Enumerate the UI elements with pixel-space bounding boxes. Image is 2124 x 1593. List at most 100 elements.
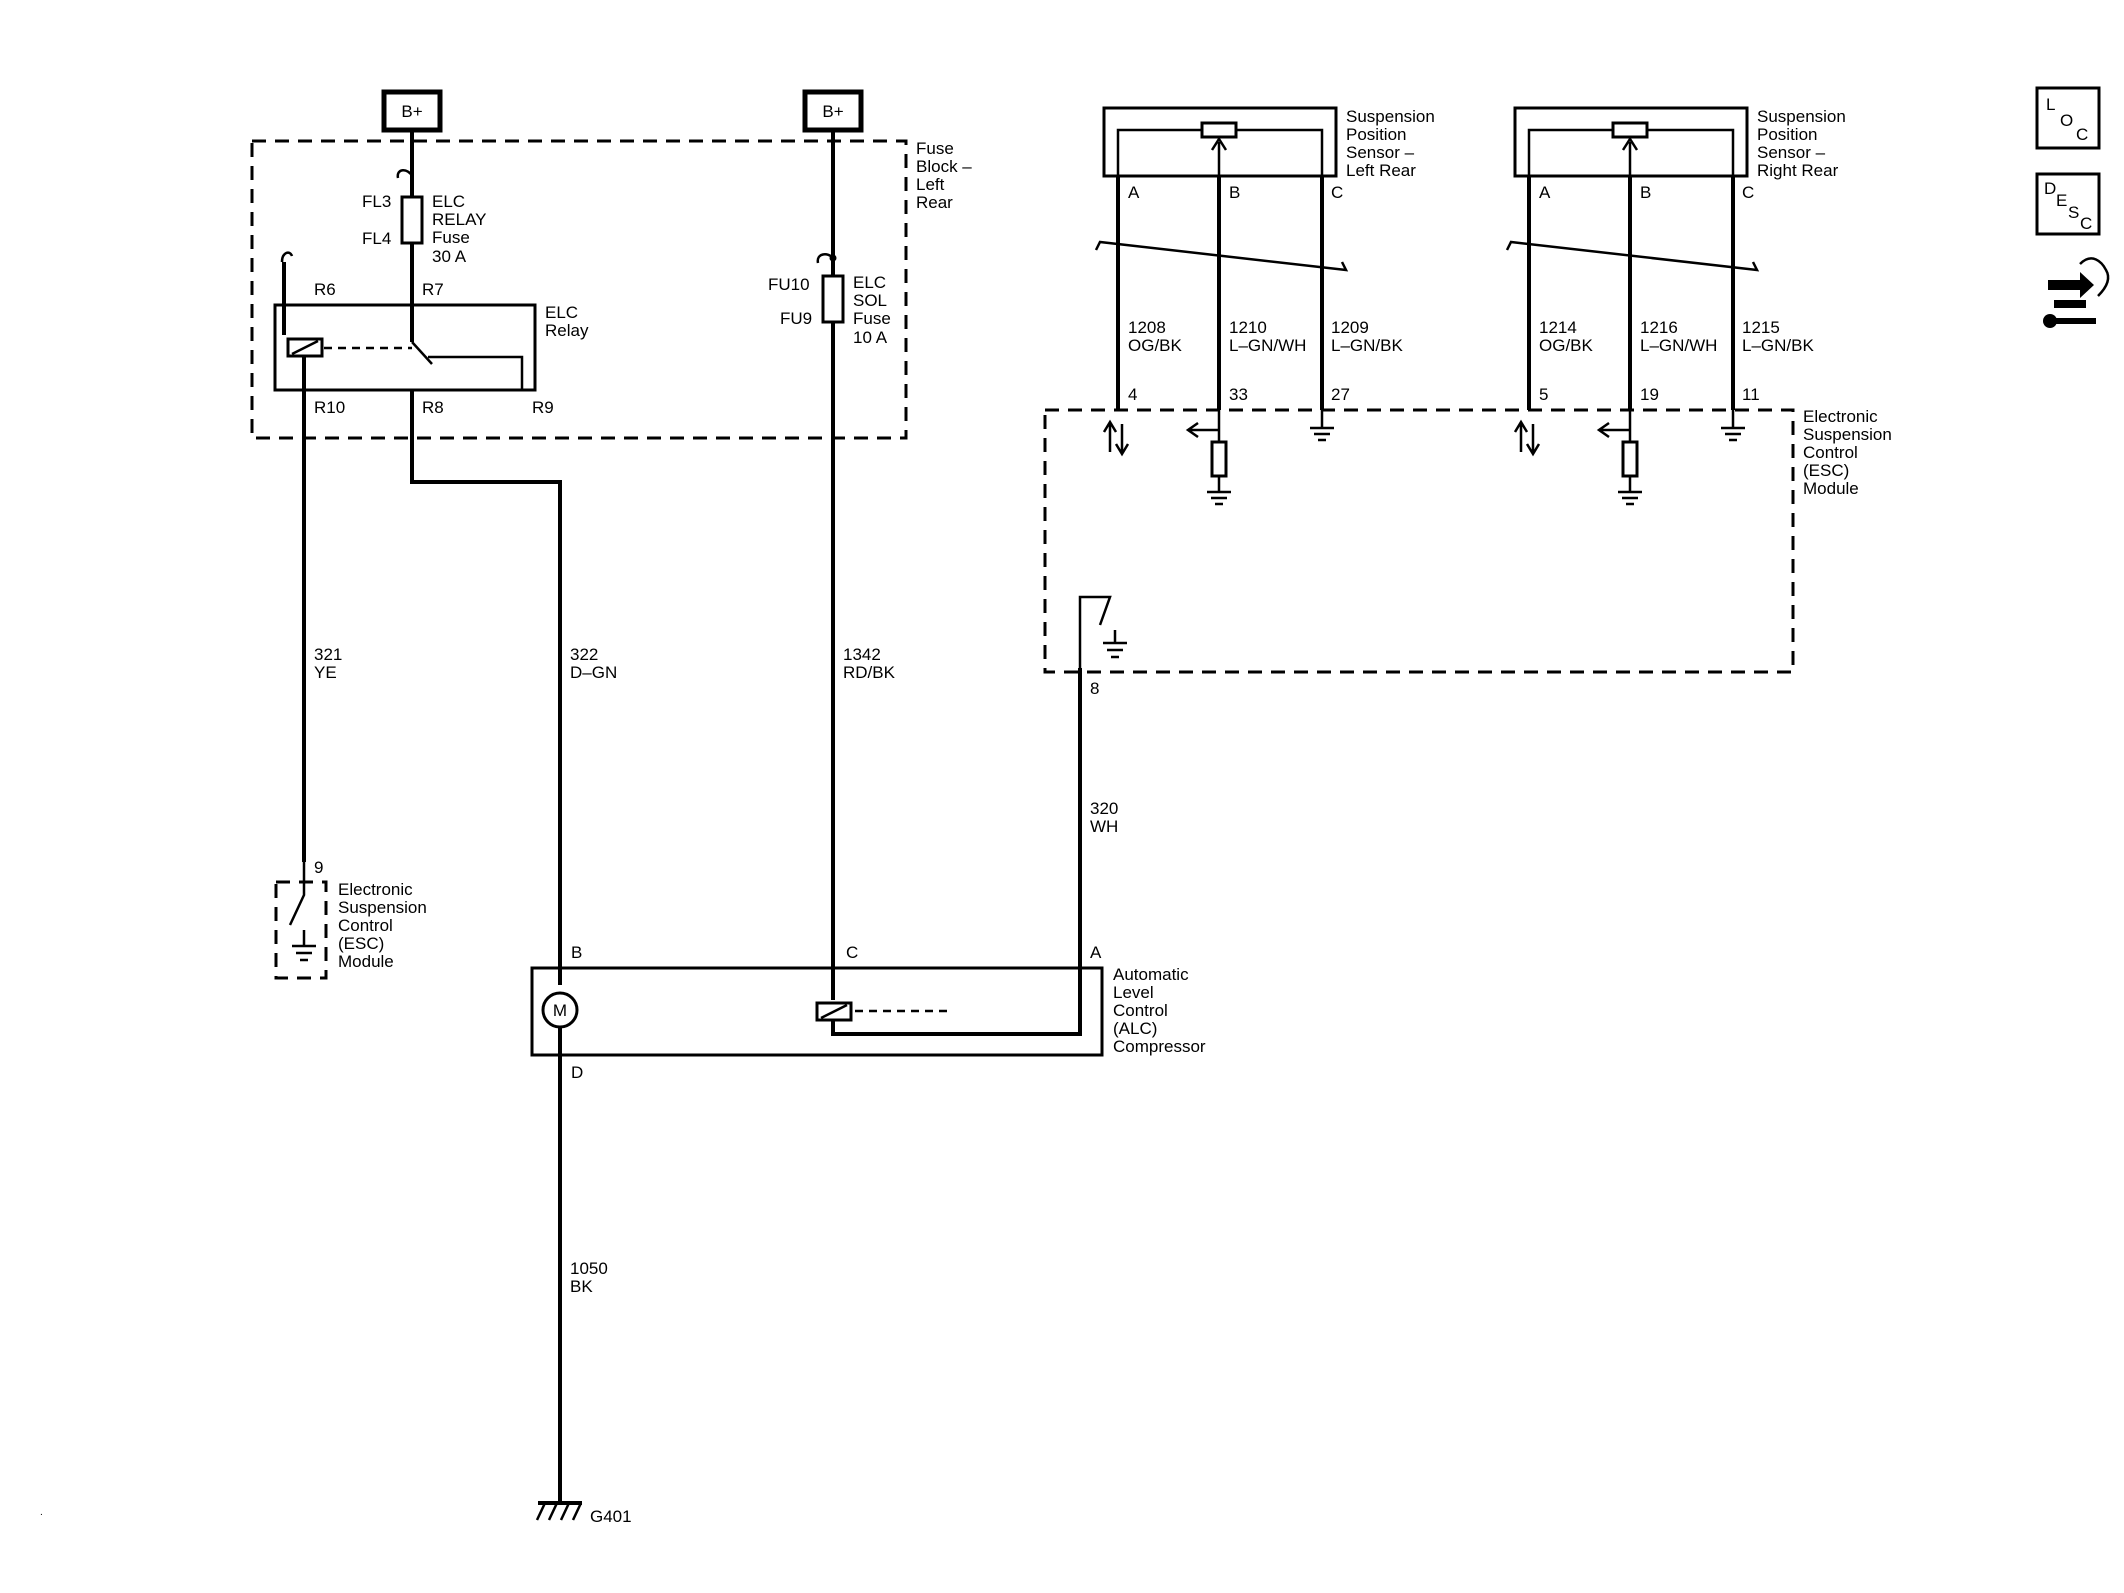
svg-text:Left: Left [916, 175, 945, 194]
motor-symbol: M [553, 1001, 567, 1020]
esc-module-label: Electronic Suspension Control (ESC) Modu… [1803, 407, 1892, 498]
svg-text:FU10: FU10 [768, 275, 810, 294]
svg-text:BK: BK [570, 1277, 593, 1296]
svg-text:27: 27 [1331, 385, 1350, 404]
svg-text:R8: R8 [422, 398, 444, 417]
svg-text:E: E [2056, 191, 2067, 210]
svg-text:320: 320 [1090, 799, 1118, 818]
svg-text:9: 9 [314, 858, 323, 877]
desc-icon[interactable]: D E S C [2035, 172, 2101, 236]
svg-text:D: D [2044, 179, 2056, 198]
svg-text:Electronic: Electronic [1803, 407, 1878, 426]
corner-mark: . [40, 1507, 43, 1518]
svg-text:1208: 1208 [1128, 318, 1166, 337]
svg-text:L–GN/WH: L–GN/WH [1229, 336, 1306, 355]
svg-text:Control: Control [1113, 1001, 1168, 1020]
svg-text:1214: 1214 [1539, 318, 1577, 337]
svg-text:RD/BK: RD/BK [843, 663, 896, 682]
svg-text:A: A [1128, 183, 1140, 202]
wire-322-dgn: 322 D–GN [410, 390, 617, 985]
svg-text:(ESC): (ESC) [1803, 461, 1849, 480]
svg-text:R7: R7 [422, 280, 444, 299]
svg-text:33: 33 [1229, 385, 1248, 404]
svg-text:Automatic: Automatic [1113, 965, 1189, 984]
svg-text:4: 4 [1128, 385, 1137, 404]
svg-text:1216: 1216 [1640, 318, 1678, 337]
svg-text:Module: Module [1803, 479, 1859, 498]
svg-text:FU9: FU9 [780, 309, 812, 328]
connector-repair-icon[interactable] [2043, 257, 2110, 328]
esc-module-outline [1043, 408, 1795, 674]
svg-text:SOL: SOL [853, 291, 887, 310]
svg-text:B: B [1229, 183, 1240, 202]
svg-text:Right Rear: Right Rear [1757, 161, 1839, 180]
svg-text:A: A [1090, 943, 1102, 962]
svg-text:WH: WH [1090, 817, 1118, 836]
svg-text:Compressor: Compressor [1113, 1037, 1206, 1056]
wire-320-wh: 320 WH [831, 668, 1118, 1036]
svg-text:L–GN/BK: L–GN/BK [1331, 336, 1403, 355]
svg-text:R10: R10 [314, 398, 345, 417]
svg-text:321: 321 [314, 645, 342, 664]
svg-text:B+: B+ [401, 102, 422, 121]
svg-text:Fuse: Fuse [432, 228, 470, 247]
svg-text:Control: Control [338, 916, 393, 935]
svg-text:Level: Level [1113, 983, 1154, 1002]
svg-text:ELC: ELC [853, 273, 886, 292]
svg-text:5: 5 [1539, 385, 1548, 404]
esc-compressor-driver: 8 [1078, 595, 1127, 698]
svg-text:D–GN: D–GN [570, 663, 617, 682]
svg-text:C: C [846, 943, 858, 962]
svg-text:R6: R6 [314, 280, 336, 299]
fuse-block-outline [250, 139, 908, 440]
svg-text:YE: YE [314, 663, 337, 682]
elc-relay: R6 R7 R10 R8 R9 ELC Relay [273, 251, 589, 417]
svg-text:R9: R9 [532, 398, 554, 417]
svg-text:Sensor –: Sensor – [1346, 143, 1415, 162]
svg-text:Fuse: Fuse [916, 139, 954, 158]
svg-text:1050: 1050 [570, 1259, 608, 1278]
svg-text:C: C [1742, 183, 1754, 202]
svg-text:ELC: ELC [545, 303, 578, 322]
svg-text:322: 322 [570, 645, 598, 664]
svg-text:Electronic: Electronic [338, 880, 413, 899]
svg-text:Fuse: Fuse [853, 309, 891, 328]
svg-text:Position: Position [1346, 125, 1406, 144]
ground-g401: G401 [535, 1501, 632, 1526]
svg-text:S: S [2068, 203, 2079, 222]
loc-icon[interactable]: L O C [2035, 86, 2101, 150]
svg-text:A: A [1539, 183, 1551, 202]
svg-text:Block –: Block – [916, 157, 972, 176]
svg-text:1210: 1210 [1229, 318, 1267, 337]
svg-text:19: 19 [1640, 385, 1659, 404]
svg-text:RELAY: RELAY [432, 210, 487, 229]
svg-text:FL4: FL4 [362, 229, 391, 248]
esc-module-relay-driver: 9 Electronic Suspension Control (ESC) Mo… [274, 858, 427, 980]
svg-text:OG/BK: OG/BK [1128, 336, 1183, 355]
svg-text:C: C [2080, 214, 2092, 233]
svg-text:Rear: Rear [916, 193, 953, 212]
alc-compressor: M B C A D Automatic Level Control (ALC) … [530, 943, 1206, 1082]
svg-text:10 A: 10 A [853, 328, 888, 347]
svg-text:ELC: ELC [432, 192, 465, 211]
svg-text:O: O [2060, 111, 2073, 130]
wire-321-ye: 321 YE [302, 356, 342, 862]
fuse-block-label: Fuse Block – Left Rear [916, 139, 972, 212]
svg-text:1342: 1342 [843, 645, 881, 664]
svg-text:11: 11 [1742, 385, 1760, 404]
svg-text:B: B [1640, 183, 1651, 202]
svg-text:1209: 1209 [1331, 318, 1369, 337]
svg-text:Module: Module [338, 952, 394, 971]
svg-text:G401: G401 [590, 1507, 632, 1526]
svg-text:FL3: FL3 [362, 192, 391, 211]
svg-text:B: B [571, 943, 582, 962]
svg-text:C: C [2076, 125, 2088, 144]
svg-text:Left Rear: Left Rear [1346, 161, 1416, 180]
sensor-left-rear: Suspension Position Sensor – Left Rear A… [1094, 106, 1435, 506]
svg-text:1215: 1215 [1742, 318, 1780, 337]
svg-text:C: C [1331, 183, 1343, 202]
svg-text:L–GN/WH: L–GN/WH [1640, 336, 1717, 355]
bplus-left: B+ [381, 89, 443, 133]
svg-text:L: L [2046, 95, 2055, 114]
svg-text:(ALC): (ALC) [1113, 1019, 1157, 1038]
